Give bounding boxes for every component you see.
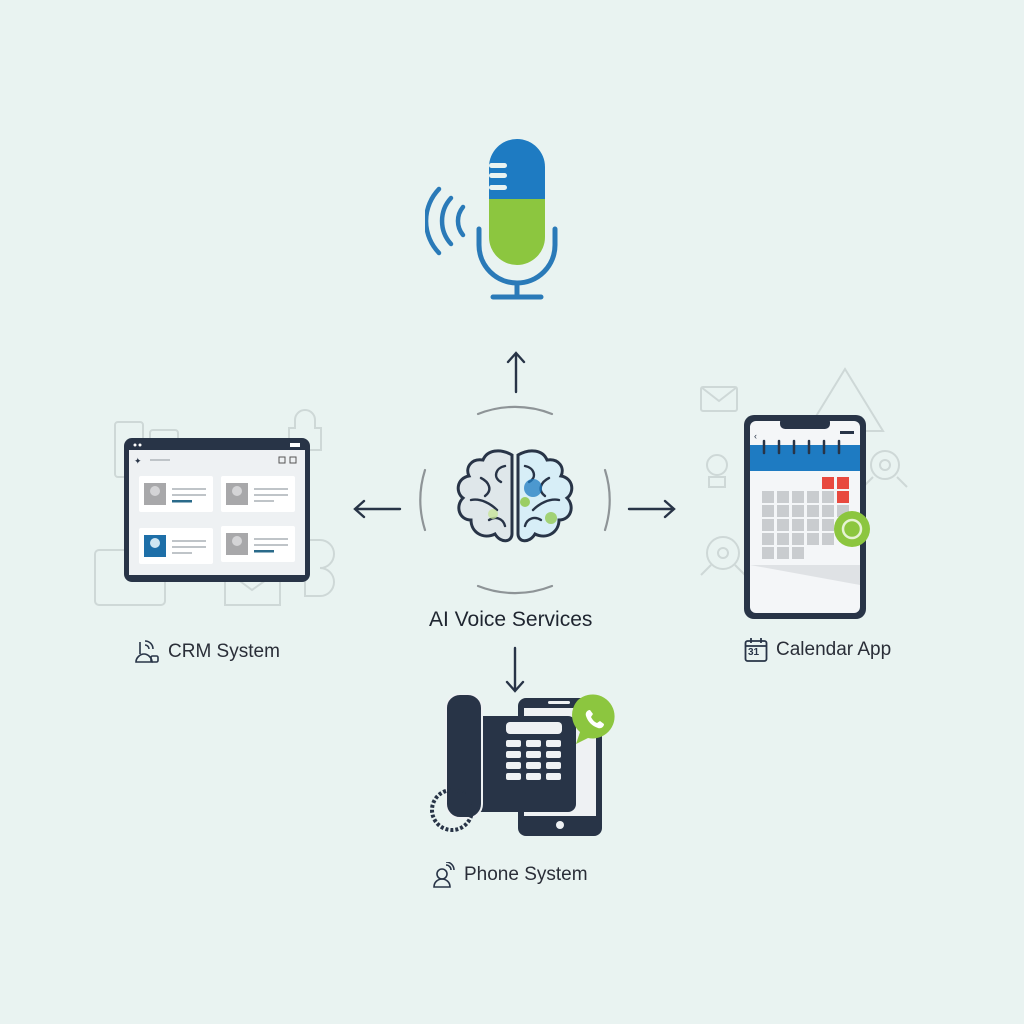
calendar-phone-illustration: ‹	[744, 415, 880, 620]
arrow-up-icon	[505, 350, 527, 394]
arrow-left-icon	[352, 498, 402, 520]
phone-icon	[432, 862, 456, 888]
center-label: AI Voice Services	[429, 608, 593, 631]
calendar-label: 31 Calendar App	[744, 637, 891, 663]
microphone-icon	[425, 135, 565, 305]
brain-icon	[456, 449, 574, 543]
phone-system-illustration	[426, 694, 632, 838]
crm-label-text: CRM System	[168, 641, 280, 662]
svg-text:‹: ‹	[754, 431, 757, 441]
calendar-label-text: Calendar App	[776, 639, 892, 660]
phone-label-text: Phone System	[464, 864, 588, 885]
crm-tablet-illustration: ✦	[124, 438, 310, 582]
brain-hub	[415, 400, 615, 600]
phone-label: Phone System	[432, 862, 588, 888]
crm-label: CRM System	[134, 640, 280, 664]
calendar-icon: 31	[744, 637, 768, 663]
arrow-right-icon	[627, 498, 677, 520]
calendar-day-number: 31	[748, 647, 760, 658]
arrow-down-icon	[504, 646, 526, 694]
crm-icon	[134, 640, 160, 664]
svg-text:✦: ✦	[134, 457, 142, 467]
